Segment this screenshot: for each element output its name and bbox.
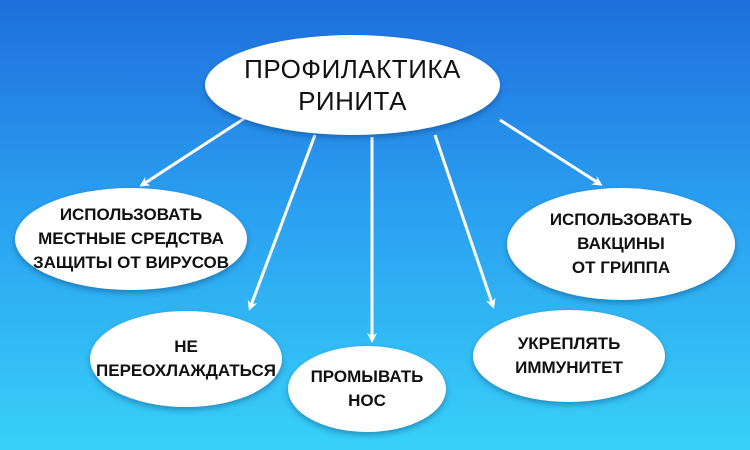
node-nasal-rinse: ПРОМЫВАТЬ НОС: [288, 346, 446, 432]
node-flu-vaccine: ИСПОЛЬЗОВАТЬ ВАКЦИНЫ ОТ ГРИППА: [507, 188, 735, 300]
node-no-hypothermia: НЕ ПЕРЕОХЛАЖДАТЬСЯ: [90, 311, 282, 407]
arrow-to-local-protection: [139, 116, 246, 187]
node-local-protection: ИСПОЛЬЗОВАТЬ МЕСТНЫЕ СРЕДСТВА ЗАЩИТЫ ОТ …: [15, 188, 247, 290]
root-node: ПРОФИЛАКТИКА РИНИТА: [205, 35, 500, 135]
arrow-to-no-hypothermia: [247, 134, 317, 311]
node-immunity: УКРЕПЛЯТЬ ИММУНИТЕТ: [473, 310, 665, 402]
arrow-to-flu-vaccine: [499, 118, 603, 186]
arrow-to-immunity: [433, 134, 496, 309]
